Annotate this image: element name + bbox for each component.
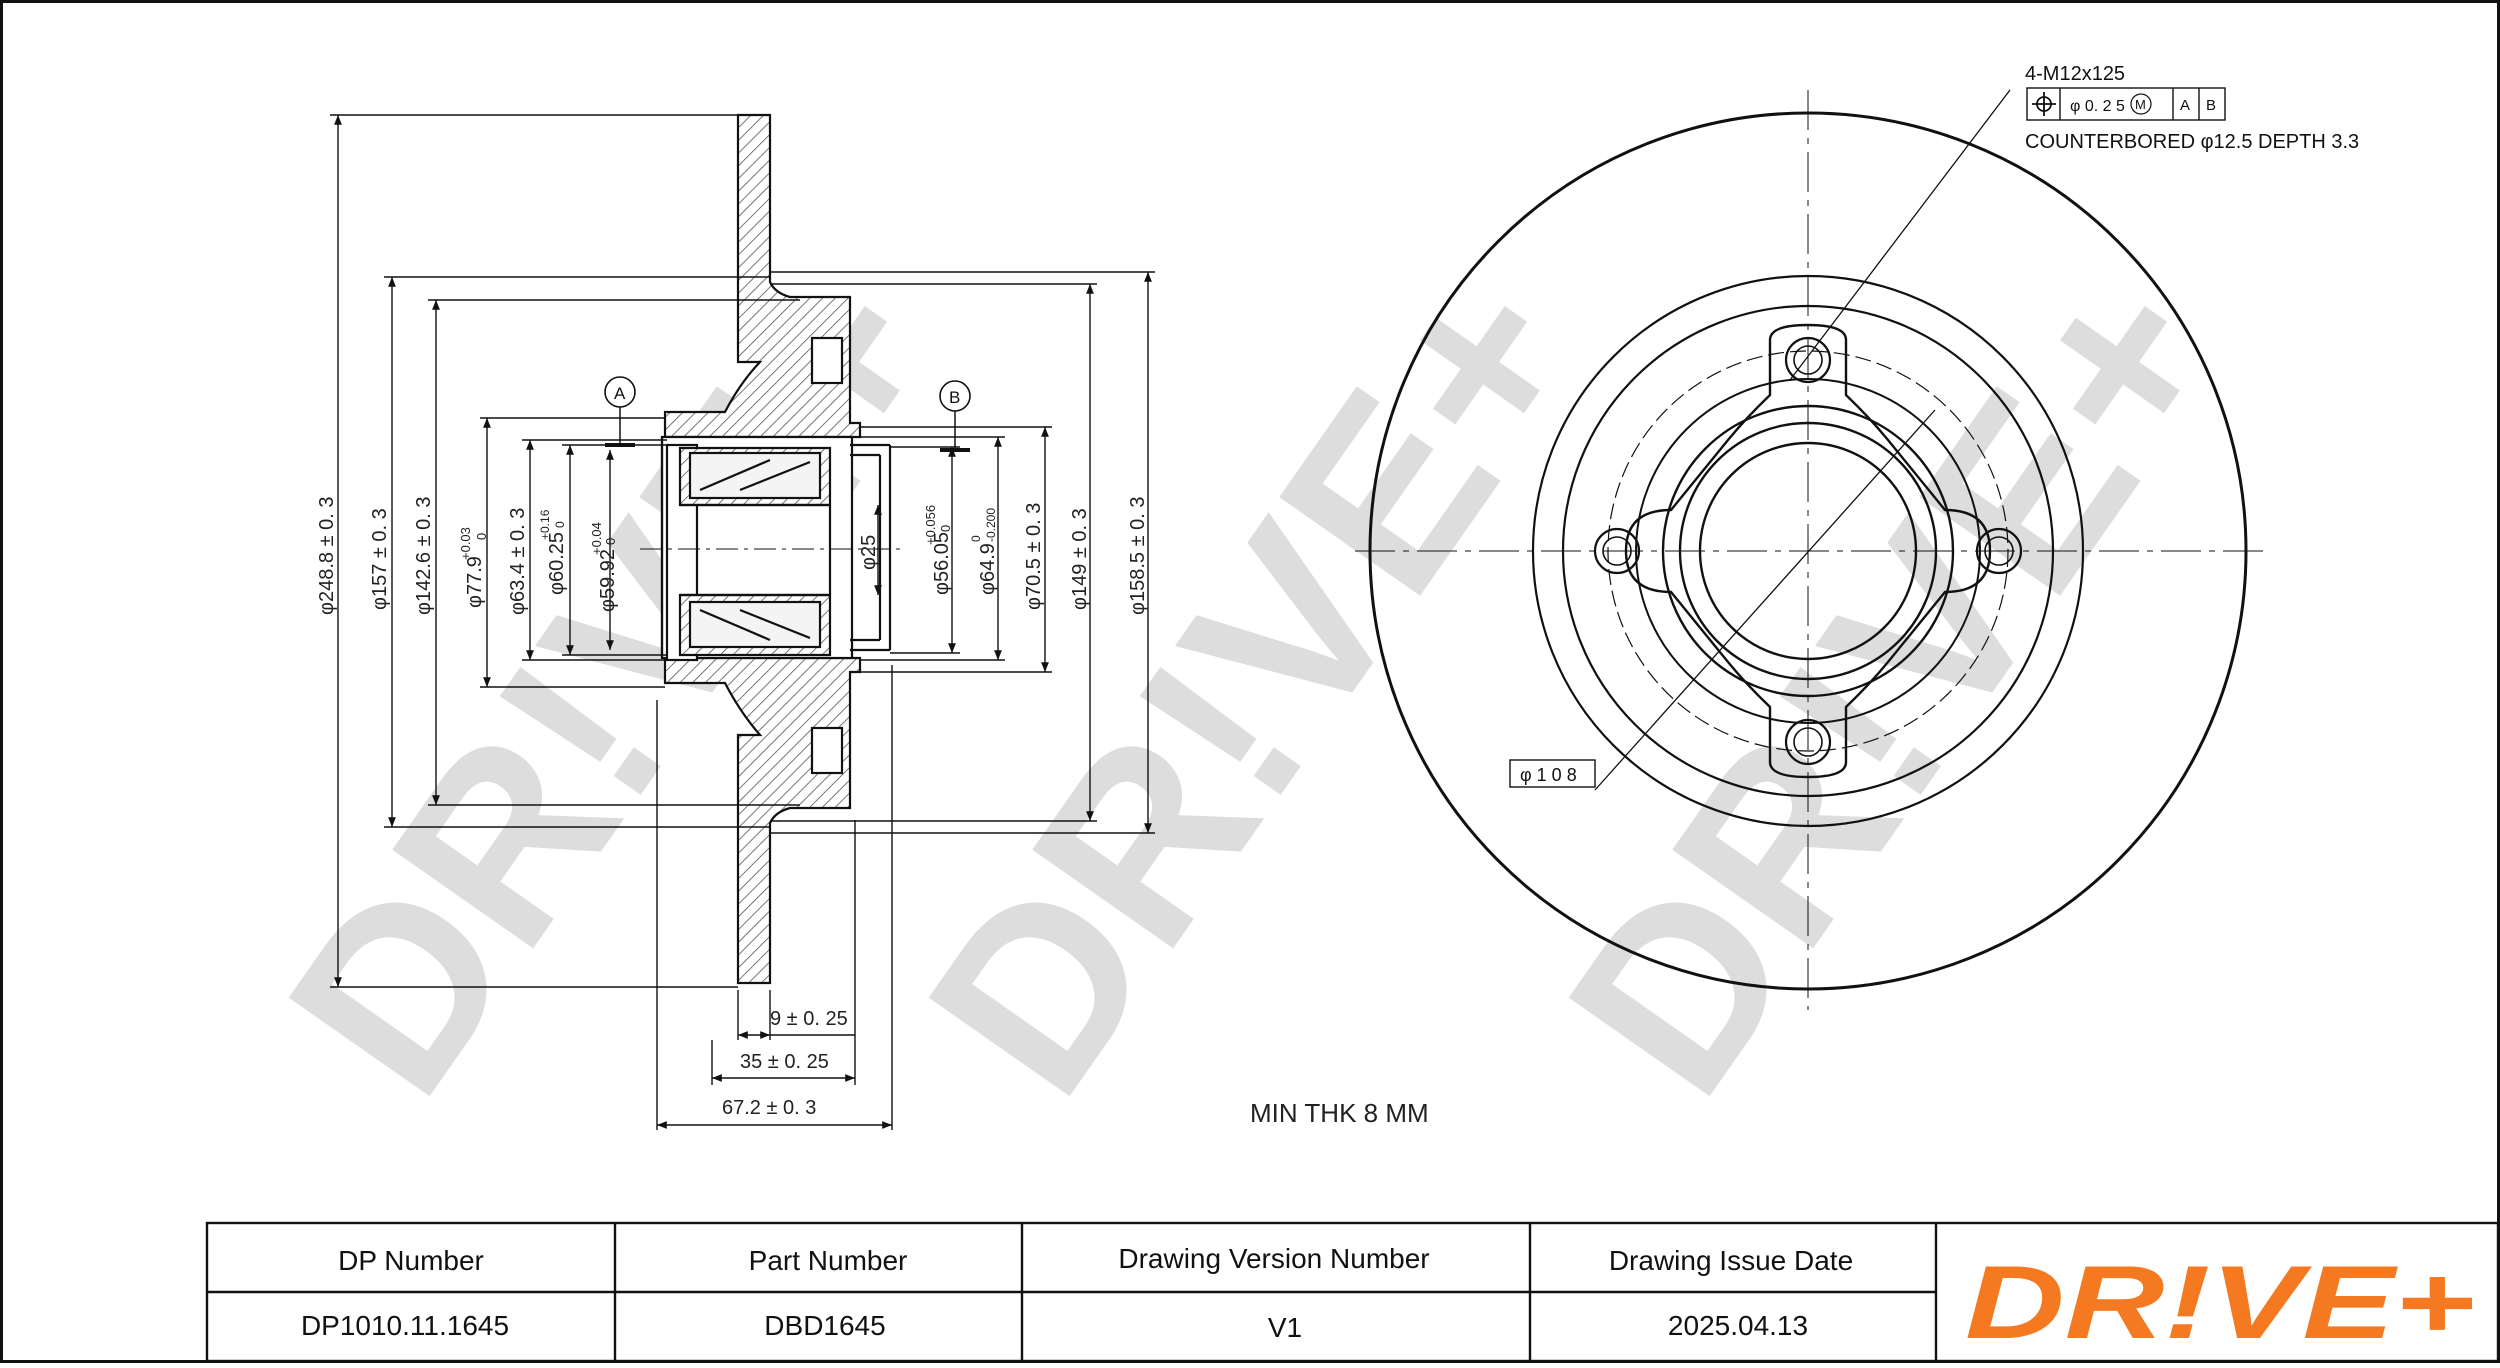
counterbore-note: COUNTERBORED φ12.5 DEPTH 3.3 — [2025, 131, 2359, 153]
fcf-datum-b: B — [2206, 97, 2216, 114]
tol-59-92-upper: +0.04 — [589, 522, 604, 555]
value-drawing-version: V1 — [1268, 1312, 1302, 1343]
dim-35: 35 ± 0. 25 — [740, 1051, 829, 1073]
right-dimension-lines — [770, 271, 1155, 834]
fcf-tolerance: φ 0. 2 5 — [2070, 98, 2125, 115]
header-drawing-version: Drawing Version Number — [1118, 1243, 1429, 1274]
title-block — [205, 1221, 2500, 1363]
pcd-label: φ 1 0 8 — [1520, 765, 1577, 785]
dim-157: φ157 ± 0. 3 — [369, 508, 391, 610]
datum-b-label: B — [949, 388, 960, 407]
section-view — [604, 113, 971, 985]
dim-9: 9 ± 0. 25 — [770, 1008, 848, 1030]
right-dimension-texts: φ56.05 +0.056 0 φ64.9 0 -0.200 φ70.5 ± 0… — [923, 497, 1149, 615]
dim-25: φ25 — [858, 535, 880, 570]
datum-a-label: A — [614, 384, 626, 403]
dim-67-2: 67.2 ± 0. 3 — [722, 1097, 816, 1119]
value-issue-date: 2025.04.13 — [1668, 1310, 1808, 1341]
tol-77-9-upper: +0.03 — [458, 527, 473, 560]
tol-64-9-lower: -0.200 — [984, 508, 998, 542]
left-dimension-texts: φ248.8 ± 0. 3 φ157 ± 0. 3 φ142.6 ± 0. 3 … — [316, 497, 619, 615]
value-part-number: DBD1645 — [764, 1310, 885, 1341]
fcf-datum-a: A — [2180, 97, 2190, 114]
front-view — [1355, 89, 2265, 1010]
tol-60-25-upper: +0.16 — [538, 509, 552, 540]
dim-149: φ149 ± 0. 3 — [1069, 508, 1091, 610]
header-dp-number: DP Number — [338, 1245, 484, 1276]
dim-70-5: φ70.5 ± 0. 3 — [1023, 503, 1045, 610]
hub-flange — [1624, 323, 1992, 779]
dim-77-9: φ77.9 — [464, 556, 486, 608]
tol-56-05-upper: +0.056 — [923, 505, 938, 545]
brand-logo: DR!VE+ — [1965, 1245, 2475, 1361]
dim-142-6: φ142.6 ± 0. 3 — [413, 497, 435, 615]
dim-60-25: φ60.25 — [546, 532, 568, 595]
position-icon — [2032, 92, 2056, 116]
bottom-dimension-lines — [656, 665, 893, 1130]
header-issue-date: Drawing Issue Date — [1609, 1245, 1853, 1276]
feature-control-frame — [2026, 87, 2226, 121]
tol-77-9-lower: 0 — [474, 533, 489, 540]
dim-64-9: φ64.9 — [977, 543, 999, 595]
left-dimension-lines — [330, 114, 800, 988]
dim-158-5: φ158.5 ± 0. 3 — [1127, 497, 1149, 615]
value-dp-number: DP1010.11.1645 — [301, 1310, 509, 1341]
tol-60-25-lower: 0 — [553, 521, 567, 528]
dim-56-05: φ56.05 — [931, 532, 953, 595]
tol-64-9-upper: 0 — [969, 535, 983, 542]
tol-59-92-lower: 0 — [603, 538, 618, 545]
pcd-box — [1509, 759, 1596, 788]
dim-59-92: φ59.92 — [597, 549, 619, 612]
dim-63-4: φ63.4 ± 0. 3 — [507, 508, 529, 615]
tol-56-05-lower: 0 — [938, 525, 953, 532]
bolt-callout: 4-M12x125 — [2025, 63, 2125, 85]
header-part-number: Part Number — [749, 1245, 908, 1276]
min-thickness-note: MIN THK 8 MM — [1250, 1098, 1429, 1128]
fcf-modifier: M — [2135, 97, 2146, 112]
dim-248-8: φ248.8 ± 0. 3 — [316, 497, 338, 615]
